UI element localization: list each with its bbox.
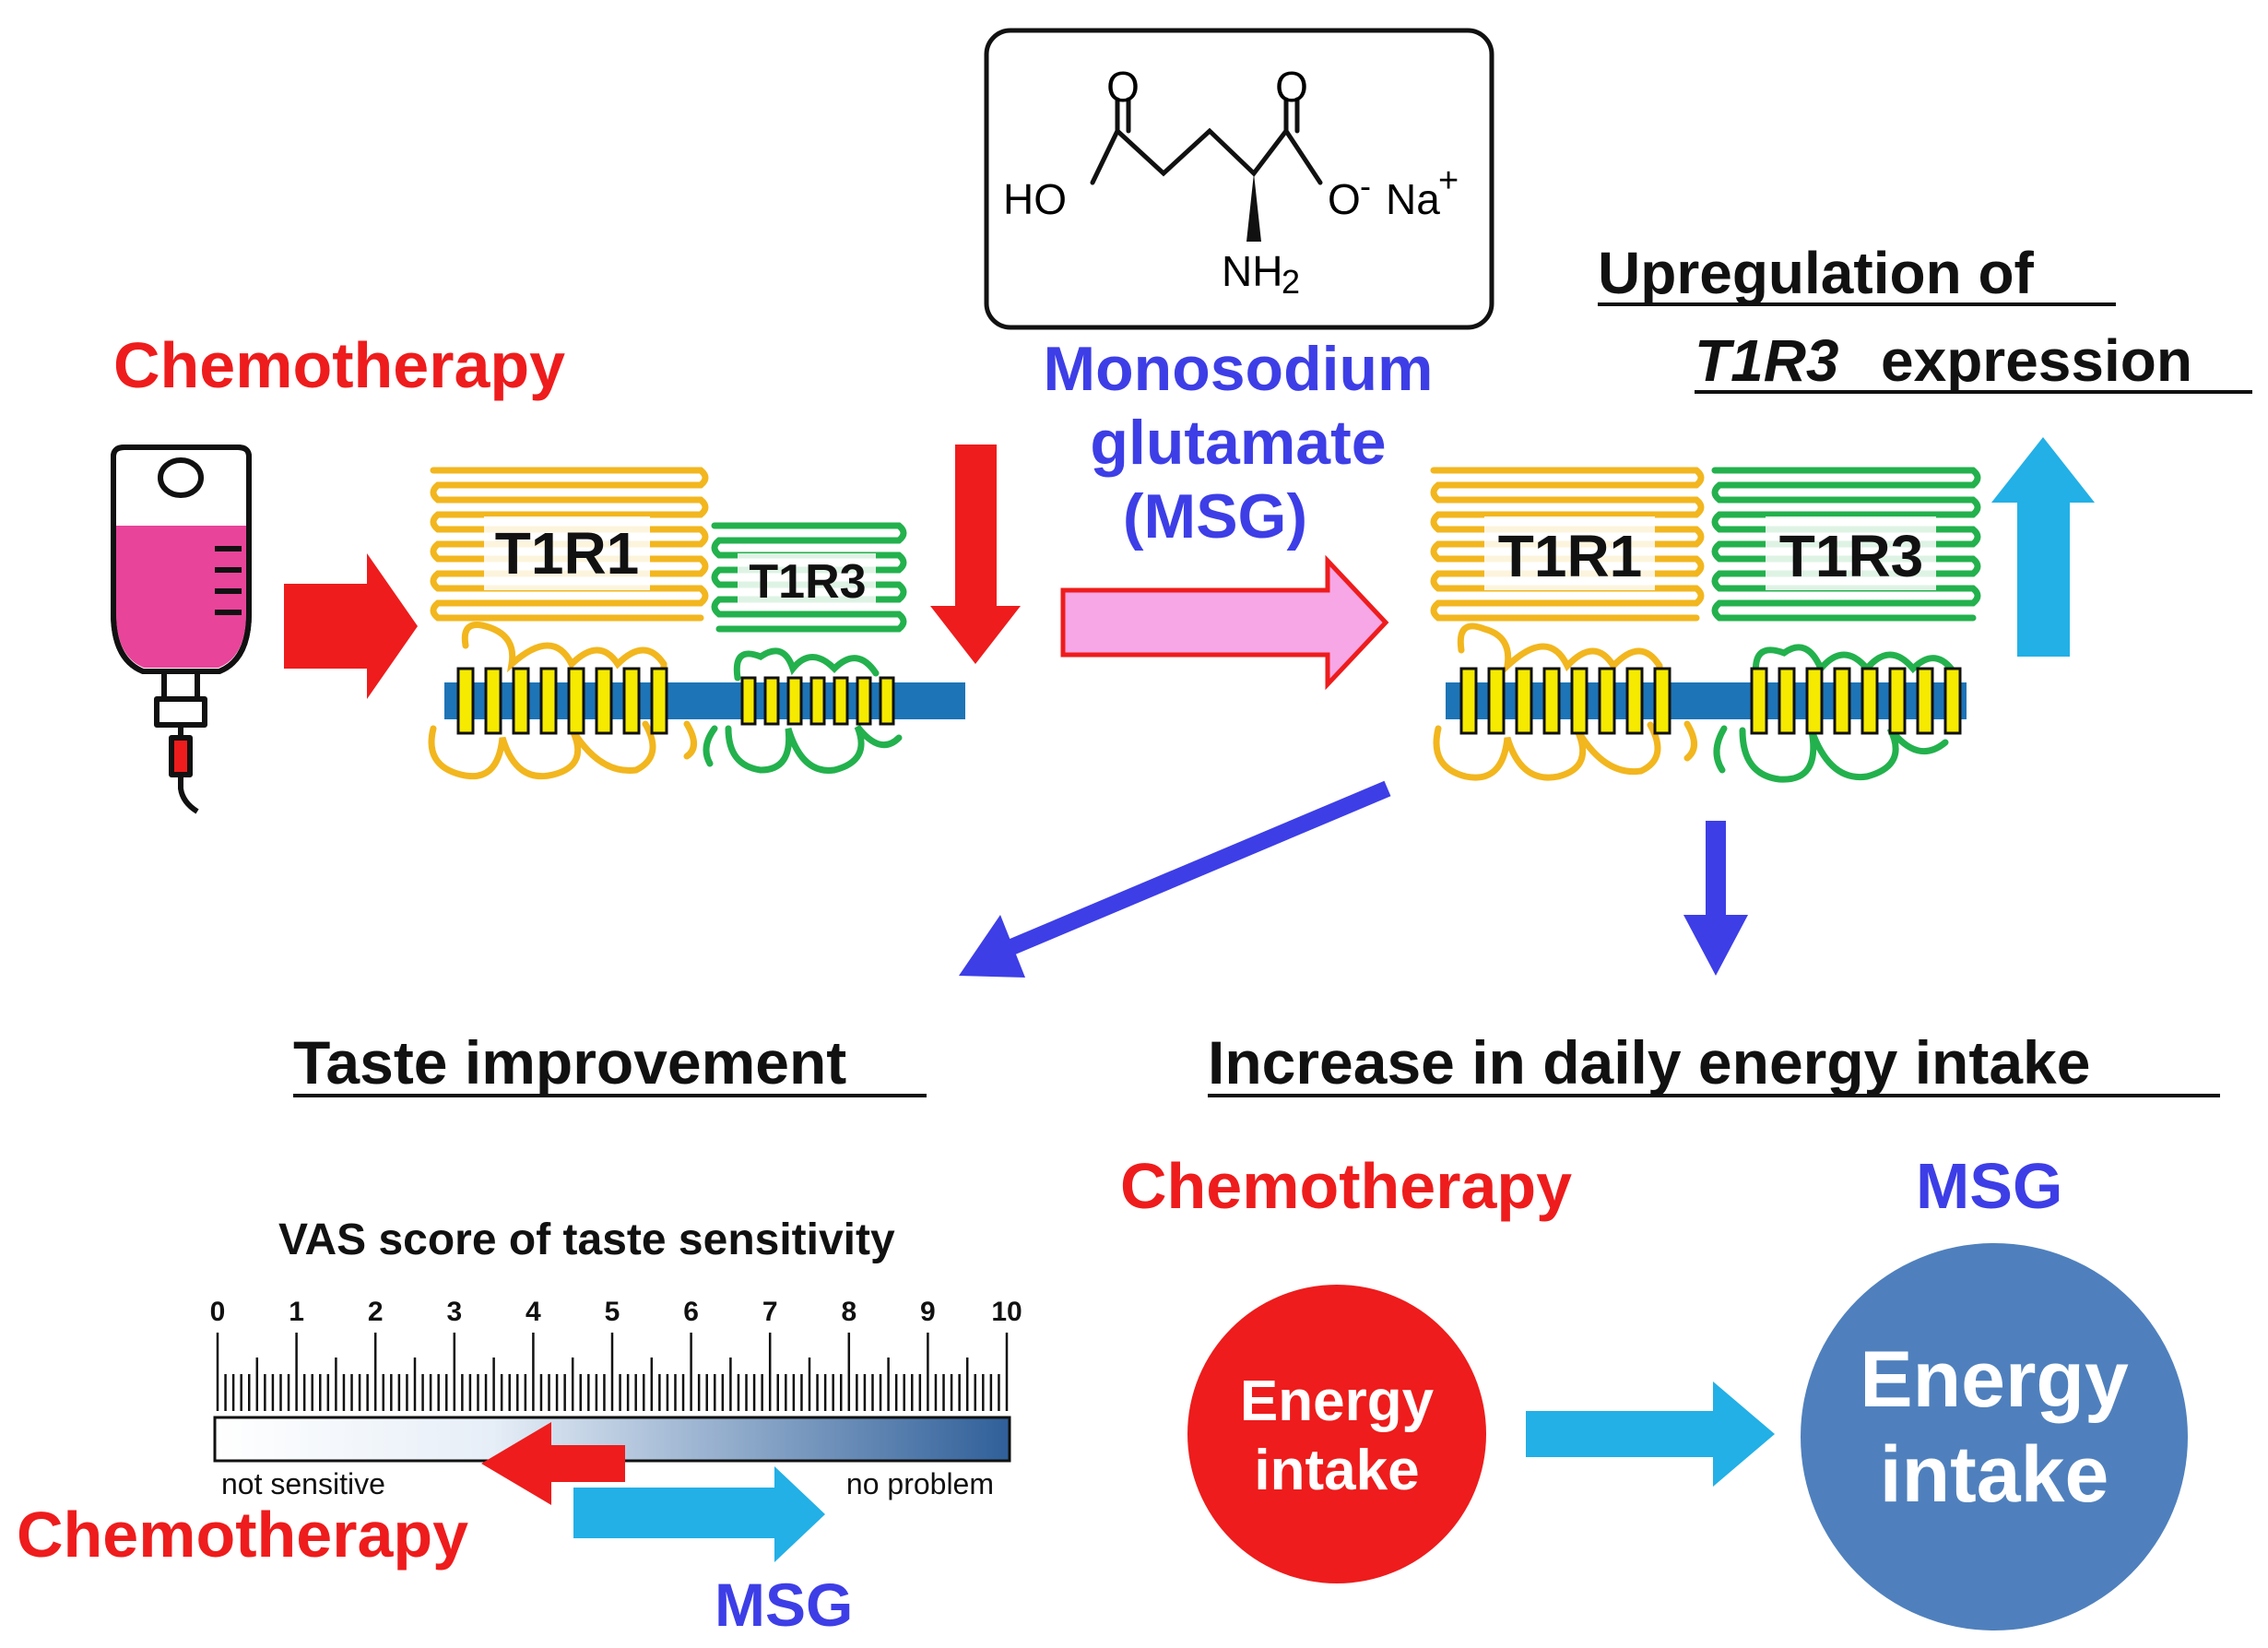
energy-chemo-line2: intake <box>1254 1439 1419 1502</box>
receptor-t1r1-label-after: T1R1 <box>1498 523 1643 589</box>
energy-chemo-line1: Energy <box>1240 1369 1435 1433</box>
vas-tick-label: 6 <box>683 1297 699 1327</box>
minus-charge: - <box>1360 167 1371 205</box>
amine-label: NH <box>1222 247 1282 295</box>
vas-msg-label: MSG <box>715 1571 853 1639</box>
msg-arrow-right <box>1060 554 1389 691</box>
vas-left-label: not sensitive <box>221 1467 385 1500</box>
msg-label-line2: glutamate <box>1090 408 1386 478</box>
energy-circle-msg <box>1801 1243 2188 1630</box>
vas-tick-label: 9 <box>920 1297 936 1327</box>
energy-msg-line2: intake <box>1880 1430 2109 1519</box>
hydroxyl-label: HO <box>1003 175 1067 223</box>
vas-title: VAS score of taste sensitivity <box>278 1215 895 1264</box>
receptor-t1r1-label-before: T1R1 <box>495 520 640 587</box>
amine-subscript: 2 <box>1282 263 1300 301</box>
vas-tick-label: 2 <box>368 1297 384 1327</box>
msg-label-line1: Monosodium <box>1043 334 1433 404</box>
arrow-to-taste-shaft <box>1001 780 1391 958</box>
receptor-complex-before: T1R1 T1R3 <box>428 467 965 780</box>
vas-tick-label: 0 <box>210 1297 226 1327</box>
vas-tick-label: 7 <box>762 1297 778 1327</box>
arrow-to-energy-shaft <box>1706 821 1726 920</box>
carbonyl-o-right: O <box>1275 63 1308 111</box>
vas-tick-labels: 0 1 2 3 4 5 6 7 8 9 10 <box>210 1297 1022 1327</box>
upregulation-arrow-up <box>1991 437 2095 657</box>
vas-chemotherapy-label: Chemotherapy <box>17 1499 468 1571</box>
plus-charge: + <box>1438 161 1459 200</box>
iv-bag-icon <box>111 445 252 814</box>
carbonyl-o-left: O <box>1106 63 1140 111</box>
energy-circle-chemo <box>1187 1285 1486 1583</box>
wedge-bond <box>1246 173 1261 242</box>
receptor-complex-after: T1R1 T1R3 <box>1430 467 1981 783</box>
red-arrow-right <box>284 553 418 699</box>
carboxylate-o: O <box>1328 175 1361 223</box>
vas-chemo-arrow <box>481 1422 625 1505</box>
taste-improvement-heading: Taste improvement <box>293 1028 846 1097</box>
structure-frame <box>984 28 1494 330</box>
sodium-label: Na <box>1386 175 1440 223</box>
red-arrow-down <box>930 445 1021 664</box>
vas-tick-label: 10 <box>991 1297 1022 1327</box>
msg-structure: O O HO O - Na + NH 2 <box>984 28 1494 330</box>
vas-tick-label: 4 <box>526 1297 541 1327</box>
msg-label-line3: (MSG) <box>1123 481 1307 551</box>
upregulation-line1: Upregulation of <box>1598 240 2035 306</box>
vas-tick-label: 3 <box>446 1297 462 1327</box>
energy-msg-label: MSG <box>1916 1150 2062 1222</box>
vas-right-label: no problem <box>846 1467 994 1500</box>
upregulation-gene: T1R3 <box>1695 327 1839 394</box>
arrow-to-energy-head <box>1683 915 1748 976</box>
vas-msg-arrow <box>573 1466 825 1562</box>
energy-chemotherapy-label: Chemotherapy <box>1120 1150 1572 1222</box>
vas-tick-label: 8 <box>841 1297 856 1327</box>
vas-tick-label: 1 <box>289 1297 304 1327</box>
energy-msg-line1: Energy <box>1860 1335 2129 1424</box>
receptor-t1r3-label-before: T1R3 <box>749 555 866 609</box>
energy-intake-heading: Increase in daily energy intake <box>1208 1028 2090 1097</box>
energy-increase-arrow <box>1526 1381 1775 1487</box>
receptor-t1r3-label-after: T1R3 <box>1779 523 1924 589</box>
upregulation-rest: expression <box>1881 327 2192 394</box>
arrow-to-taste-head <box>959 915 1025 978</box>
vas-tick-label: 5 <box>605 1297 620 1327</box>
chemotherapy-title: Chemotherapy <box>113 329 565 401</box>
vas-ticks <box>216 1333 1009 1411</box>
